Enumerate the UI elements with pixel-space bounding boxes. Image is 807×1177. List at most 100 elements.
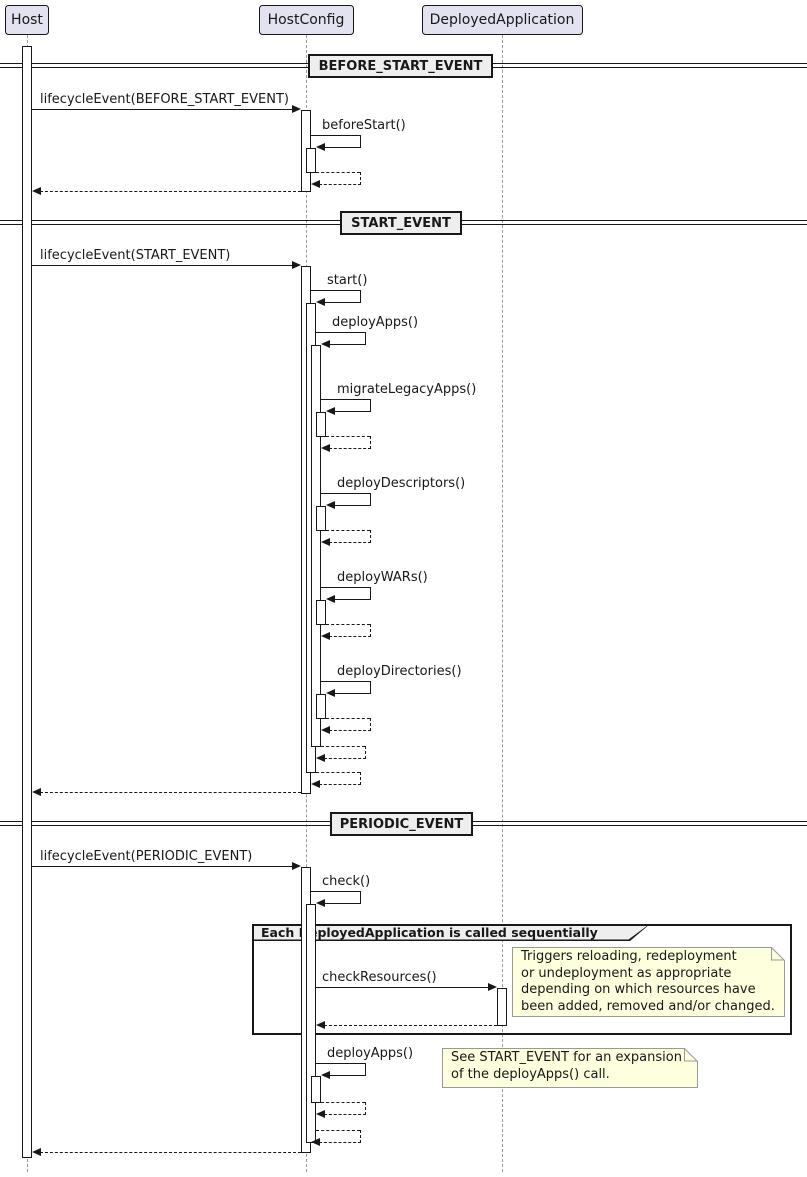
self-return-bottom bbox=[329, 636, 371, 637]
divider-label: PERIODIC_EVENT bbox=[330, 812, 473, 836]
activation-bar bbox=[316, 506, 326, 531]
self-return-side bbox=[370, 530, 371, 543]
self-call-top bbox=[321, 399, 370, 400]
arrowhead bbox=[321, 340, 330, 348]
self-return-side bbox=[365, 1102, 366, 1115]
self-call-side bbox=[360, 290, 361, 303]
self-call-bottom bbox=[334, 599, 371, 600]
self-return-top bbox=[316, 172, 360, 173]
message-call-line bbox=[32, 866, 299, 867]
arrowhead bbox=[292, 105, 301, 113]
lifeline-deployedapplication bbox=[502, 35, 503, 1172]
self-call-side bbox=[370, 681, 371, 694]
activation-bar bbox=[497, 988, 507, 1026]
message-label: deployDescriptors() bbox=[337, 476, 466, 491]
message-label: lifecycleEvent(BEFORE_START_EVENT) bbox=[40, 92, 289, 107]
message-return-line bbox=[40, 792, 301, 793]
self-return-top bbox=[326, 530, 370, 531]
arrowhead bbox=[326, 595, 335, 603]
self-call-top bbox=[321, 493, 370, 494]
arrowhead bbox=[316, 899, 325, 907]
group-frame-label: Each DeployedApplication is called seque… bbox=[261, 924, 598, 940]
arrowhead bbox=[311, 1138, 320, 1146]
message-label: check() bbox=[322, 874, 371, 889]
self-call-side bbox=[370, 399, 371, 412]
message-call-line bbox=[32, 265, 299, 266]
self-call-top bbox=[321, 681, 370, 682]
self-return-bottom bbox=[319, 184, 361, 185]
note-fold-icon bbox=[771, 947, 785, 961]
note-line: depending on which resources have bbox=[521, 982, 756, 997]
arrowhead bbox=[316, 754, 325, 762]
note-line: of the deployApps() call. bbox=[451, 1066, 610, 1082]
self-return-top bbox=[321, 1102, 365, 1103]
arrowhead bbox=[326, 407, 335, 415]
self-return-side bbox=[365, 746, 366, 759]
self-call-top bbox=[311, 135, 360, 136]
self-call-side bbox=[360, 135, 361, 148]
arrowhead bbox=[321, 538, 330, 546]
self-call-bottom bbox=[334, 693, 371, 694]
message-label: beforeStart() bbox=[322, 118, 406, 133]
message-label: checkResources() bbox=[322, 970, 437, 985]
self-call-top bbox=[311, 290, 360, 291]
self-return-side bbox=[370, 624, 371, 637]
arrowhead bbox=[321, 726, 330, 734]
self-return-side bbox=[360, 172, 361, 185]
message-call-line bbox=[316, 987, 495, 988]
self-call-side bbox=[365, 332, 366, 345]
self-call-side bbox=[370, 587, 371, 600]
self-return-side bbox=[370, 718, 371, 731]
participant-host: Host bbox=[5, 5, 49, 35]
self-return-bottom bbox=[324, 758, 366, 759]
activation-bar bbox=[311, 1076, 321, 1103]
self-call-bottom bbox=[324, 147, 361, 148]
activation-bar bbox=[306, 904, 316, 1143]
message-return-line bbox=[324, 1025, 497, 1026]
arrowhead bbox=[32, 1148, 41, 1156]
self-call-top bbox=[311, 891, 360, 892]
activation-bar bbox=[316, 694, 326, 719]
arrowhead bbox=[316, 143, 325, 151]
self-call-bottom bbox=[324, 903, 361, 904]
arrowhead bbox=[326, 689, 335, 697]
self-call-side bbox=[370, 493, 371, 506]
message-label: lifecycleEvent(PERIODIC_EVENT) bbox=[40, 849, 253, 864]
message-label: lifecycleEvent(START_EVENT) bbox=[40, 248, 231, 263]
self-call-side bbox=[360, 891, 361, 904]
self-return-top bbox=[326, 436, 370, 437]
note-fold-icon bbox=[684, 1048, 698, 1062]
arrowhead bbox=[321, 444, 330, 452]
message-label: deployWARs() bbox=[337, 570, 428, 585]
self-return-bottom bbox=[319, 784, 361, 785]
arrowhead bbox=[311, 180, 320, 188]
activation-bar bbox=[22, 46, 32, 1158]
arrowhead bbox=[32, 187, 41, 195]
arrowhead bbox=[321, 632, 330, 640]
arrowhead bbox=[311, 780, 320, 788]
self-call-side bbox=[365, 1063, 366, 1076]
activation-bar bbox=[316, 412, 326, 437]
self-return-top bbox=[321, 746, 365, 747]
message-label: start() bbox=[327, 273, 368, 288]
self-return-top bbox=[316, 772, 360, 773]
self-call-top bbox=[316, 1063, 365, 1064]
divider-label: BEFORE_START_EVENT bbox=[308, 54, 493, 78]
self-return-bottom bbox=[324, 1114, 366, 1115]
self-call-bottom bbox=[324, 302, 361, 303]
arrowhead bbox=[32, 788, 41, 796]
self-return-bottom bbox=[319, 1142, 361, 1143]
arrowhead bbox=[316, 1110, 325, 1118]
arrowhead bbox=[292, 862, 301, 870]
note-line: See START_EVENT for an expansion bbox=[451, 1050, 682, 1065]
note-line: or undeployment as appropriate bbox=[521, 965, 732, 981]
self-return-bottom bbox=[329, 730, 371, 731]
message-label: migrateLegacyApps() bbox=[337, 382, 477, 397]
self-call-bottom bbox=[334, 505, 371, 506]
participant-hostconfig: HostConfig bbox=[258, 5, 354, 35]
note-line: Triggers reloading, redeployment bbox=[521, 949, 737, 964]
self-call-bottom bbox=[329, 344, 366, 345]
